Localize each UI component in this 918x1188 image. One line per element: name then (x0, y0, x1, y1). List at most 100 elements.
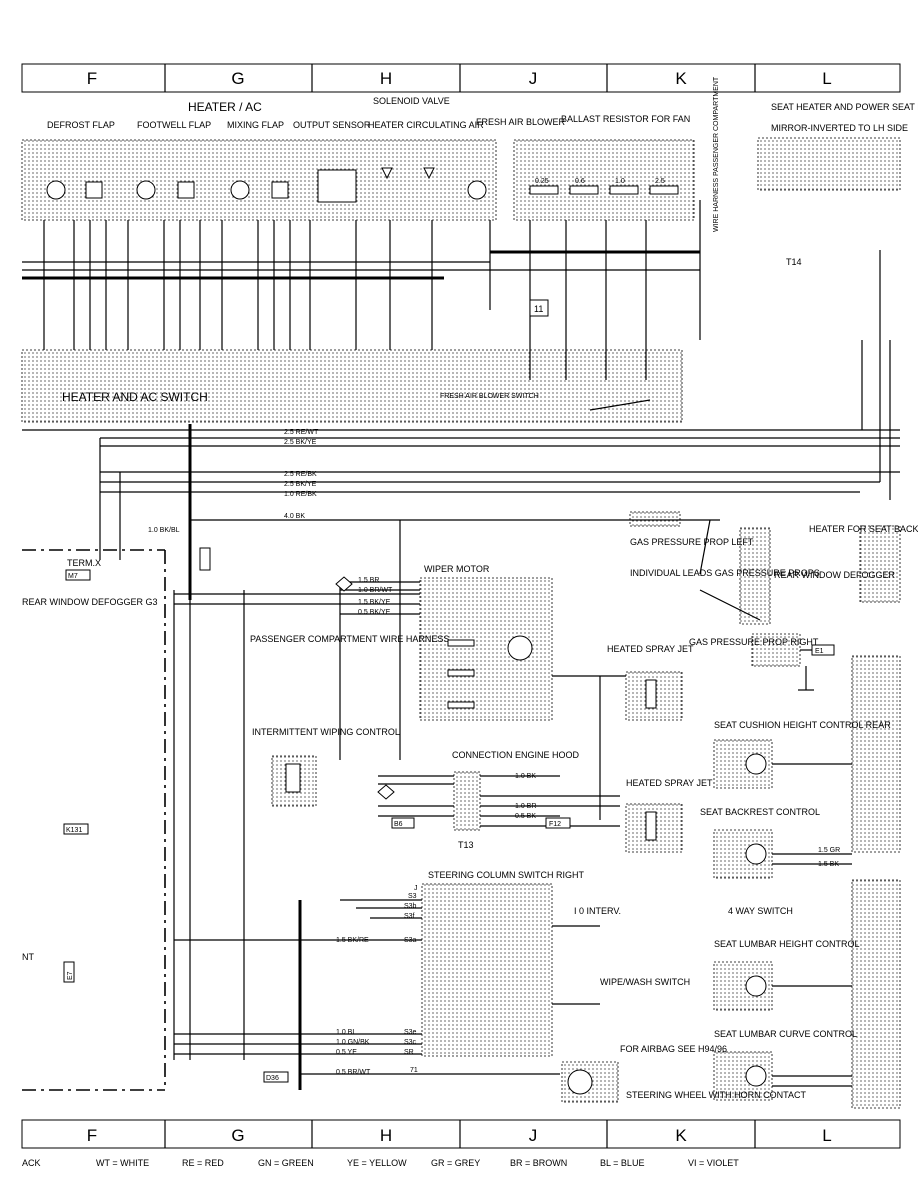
column-f-bottom: F (87, 1126, 97, 1145)
pin-s3e: S3e (404, 1029, 417, 1036)
harness-boundary: M7 TERM.X REAR WINDOW DEFOGGER G3 K131 N… (22, 547, 302, 1091)
column-j-bottom: J (529, 1126, 538, 1145)
wire-label-17: 1.0 BR (515, 803, 536, 810)
wiper-motor-icon (507, 635, 533, 661)
wire-label-12: 1.0 BL (336, 1029, 356, 1036)
wire-harness-passenger-label: WIRE HARNESS PASSENGER COMPARTMENT (713, 76, 720, 232)
intermittent-wiping-label: INTERMITTENT WIPING CONTROL (252, 727, 400, 737)
seat-heater-right-block: SEAT HEATER AND POWER SEAT RIGHT MIRROR-… (757, 102, 918, 267)
heater-wires: 11 (22, 200, 701, 380)
column-h-top: H (380, 69, 392, 88)
f12-label: F12 (549, 821, 561, 828)
fresh-air-blower-label: FRESH AIR BLOWER (476, 117, 566, 127)
heater-ac-title: HEATER / AC (188, 100, 262, 114)
defrost-flap-label: DEFROST FLAP (47, 120, 115, 130)
wiper-motor-block: WIPER MOTOR 1.5 BR 1.0 BR/WT 1.5 BK/YE 0… (174, 520, 553, 760)
seat-cushion-motor-icon (745, 753, 767, 775)
wire-label-18: 0.5 BK (515, 813, 536, 820)
airbag-label: FOR AIRBAG SEE H94/96 (620, 1044, 727, 1054)
wire-label-7: 1.5 BR (358, 577, 379, 584)
mixing-motor-icon (230, 180, 250, 200)
column-j-top: J (529, 69, 538, 88)
legend-blue: BL = BLUE (600, 1158, 644, 1168)
wipe-wash-label: WIPE/WASH SWITCH (600, 977, 690, 987)
steering-column-switch: STEERING COLUMN SWITCH RIGHT S3 S3b S3f … (174, 870, 690, 1076)
mixing-flap-label: MIXING FLAP (227, 120, 284, 130)
nt-label: NT (22, 952, 34, 962)
legend-violet: VI = VIOLET (688, 1158, 739, 1168)
color-legend: ACK WT = WHITE RE = RED GN = GREEN YE = … (22, 1158, 739, 1168)
pin-j: J (414, 885, 418, 892)
wire-label-8: 1.0 BR/WT (358, 587, 393, 594)
seat-lumbar-curve-motor-icon (745, 1065, 767, 1087)
column-header-bottom: F G H J K L (21, 1119, 901, 1149)
column-h-bottom: H (380, 1126, 392, 1145)
wire-label-6: 1.0 BK/BL (148, 527, 180, 534)
four-way-switch-label: 4 WAY SWITCH (728, 906, 793, 916)
engine-hood-connector: CONNECTION ENGINE HOOD B6 F12 1.0 BK 1.0… (377, 750, 620, 850)
output-sensor-icon (317, 169, 357, 203)
column-l-top: L (822, 69, 831, 88)
resistor-10: 1.0 (615, 178, 625, 185)
k131-label: K131 (66, 827, 82, 834)
wire-label-3: 2.5 BK/YE (284, 481, 317, 488)
seat-lumbar-height-label: SEAT LUMBAR HEIGHT CONTROL (714, 939, 860, 949)
column-k-top: K (675, 69, 687, 88)
connector-diamond-b4b (377, 784, 395, 800)
pin-sr: SR (404, 1049, 414, 1056)
heater-ac-block: HEATER / AC SOLENOID VALVE DEFROST FLAP … (21, 76, 720, 232)
horn-contact-icon (567, 1069, 593, 1095)
t14-label: T14 (786, 257, 802, 267)
rear-window-defogger-l-label: REAR WINDOW DEFOGGER (774, 570, 895, 580)
t13-label: T13 (458, 840, 474, 850)
pin-s3: S3 (408, 893, 417, 900)
resistor-06: 0.6 (575, 178, 585, 185)
legend-red: RE = RED (182, 1158, 224, 1168)
column-l-bottom: L (822, 1126, 831, 1145)
heated-spray-jet-1-label: HEATED SPRAY JET (607, 644, 694, 654)
mirror-inverted-label: MIRROR-INVERTED TO LH SIDE (771, 123, 908, 133)
wire-label-10: 0.5 BK/YE (358, 609, 391, 616)
heater-circulating-air-label: HEATER CIRCULATING AIR (368, 120, 484, 130)
rear-window-defogger-f-label: REAR WINDOW DEFOGGER G3 (22, 597, 158, 607)
output-sensor-label: OUTPUT SENSOR (293, 120, 371, 130)
d36-label: D36 (266, 1075, 279, 1082)
pin-s3b: S3b (404, 903, 417, 910)
wire-label-2: 2.5 RE/BK (284, 471, 317, 478)
seat-lumbar-curve-label: SEAT LUMBAR CURVE CONTROL (714, 1029, 857, 1039)
steering-wheel-horn-label: STEERING WHEEL WITH HORN CONTACT (626, 1090, 807, 1100)
footwell-motor-icon (136, 180, 156, 200)
intermittent-wiping-block: INTERMITTENT WIPING CONTROL (252, 727, 400, 807)
e1-label: E1 (815, 648, 824, 655)
e7-box (63, 961, 75, 983)
seat-backrest-motor-icon (745, 843, 767, 865)
wire-label-5: 4.0 BK (284, 513, 305, 520)
seat-controls: SEAT CUSHION HEIGHT CONTROL REAR SEAT BA… (700, 655, 901, 1109)
pin-s3f: S3f (404, 913, 415, 920)
wire-label-9: 1.5 BK/YE (358, 599, 391, 606)
pin-71: 71 (410, 1067, 418, 1074)
solenoid-valve-label: SOLENOID VALVE (373, 96, 450, 106)
legend-ack: ACK (22, 1158, 41, 1168)
seat-lumbar-height-motor-icon (745, 975, 767, 997)
four-way-switch-upper (851, 655, 901, 853)
legend-white: WT = WHITE (96, 1158, 149, 1168)
interv-label: I 0 INTERV. (574, 906, 621, 916)
wire-label-0: 2.5 RE/WT (284, 429, 319, 436)
column-header-top: F G H J K L (21, 63, 901, 93)
seat-backrest-control-label: SEAT BACKREST CONTROL (700, 807, 820, 817)
heater-ac-switch-label: HEATER AND AC SWITCH (62, 390, 208, 404)
m7-label: M7 (68, 573, 78, 580)
wire-label-14: 0.5 YE (336, 1049, 357, 1056)
column-g-bottom: G (231, 1126, 244, 1145)
horn-contact-block: FOR AIRBAG SEE H94/96 STEERING WHEEL WIT… (561, 1044, 807, 1103)
bus-wires: 2.5 RE/WT 2.5 BK/YE 2.5 RE/BK 2.5 BK/YE … (22, 250, 900, 600)
b6-label: B6 (394, 821, 403, 828)
wire-label-20: 1.5 BK (818, 861, 839, 868)
connection-engine-hood-label: CONNECTION ENGINE HOOD (452, 750, 580, 760)
column-k-bottom: K (675, 1126, 687, 1145)
legend-green: GN = GREEN (258, 1158, 314, 1168)
wire-label-19: 1.5 GR (818, 847, 840, 854)
wiper-motor-label: WIPER MOTOR (424, 564, 490, 574)
